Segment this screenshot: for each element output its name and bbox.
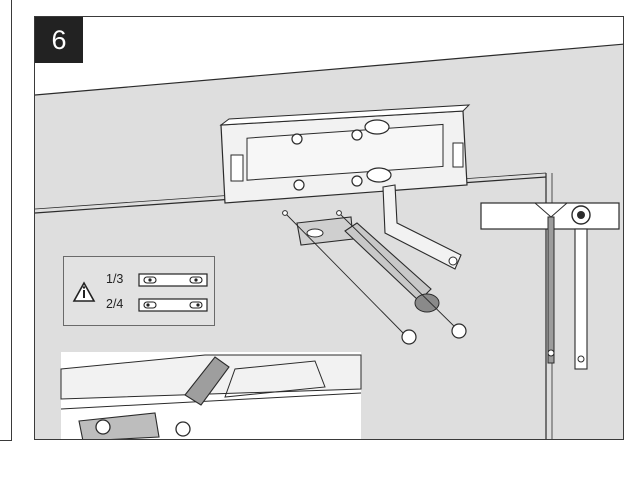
mount-slot-diagram-1-3 [138,273,208,287]
screw-icon [175,421,191,437]
screw-icon [451,323,467,339]
previous-step-panel-edge [0,0,12,441]
screw-icon [95,419,111,435]
mount-slot-diagram-2-4 [138,298,208,312]
closer-arm-assembly [282,210,467,345]
note-label-2-4: 2/4 [106,297,124,311]
door-closer-body [219,104,471,204]
step-number-badge: 6 [35,17,83,63]
screw-hole-icon [351,175,363,187]
screw-hole-icon [291,133,303,145]
pinion-icon [366,167,392,183]
screw-hole-icon [293,179,305,191]
screw-icon [401,329,417,345]
arm-bracket [382,184,462,270]
screw-hole-icon [351,129,363,141]
side-view-detail [480,202,620,370]
close-up-inset [60,352,362,439]
warning-info-icon [72,281,96,302]
step-panel: 6 1/3 2/4 [34,16,624,440]
pinion-icon [364,119,390,135]
adjustment-note-box: 1/3 2/4 [63,256,215,326]
screw-guide-line [338,212,460,332]
note-label-1-3: 1/3 [106,272,124,286]
ceiling-line [35,43,623,96]
door-closer-installation-illustration [35,43,623,439]
screw-guide-line [284,212,408,338]
